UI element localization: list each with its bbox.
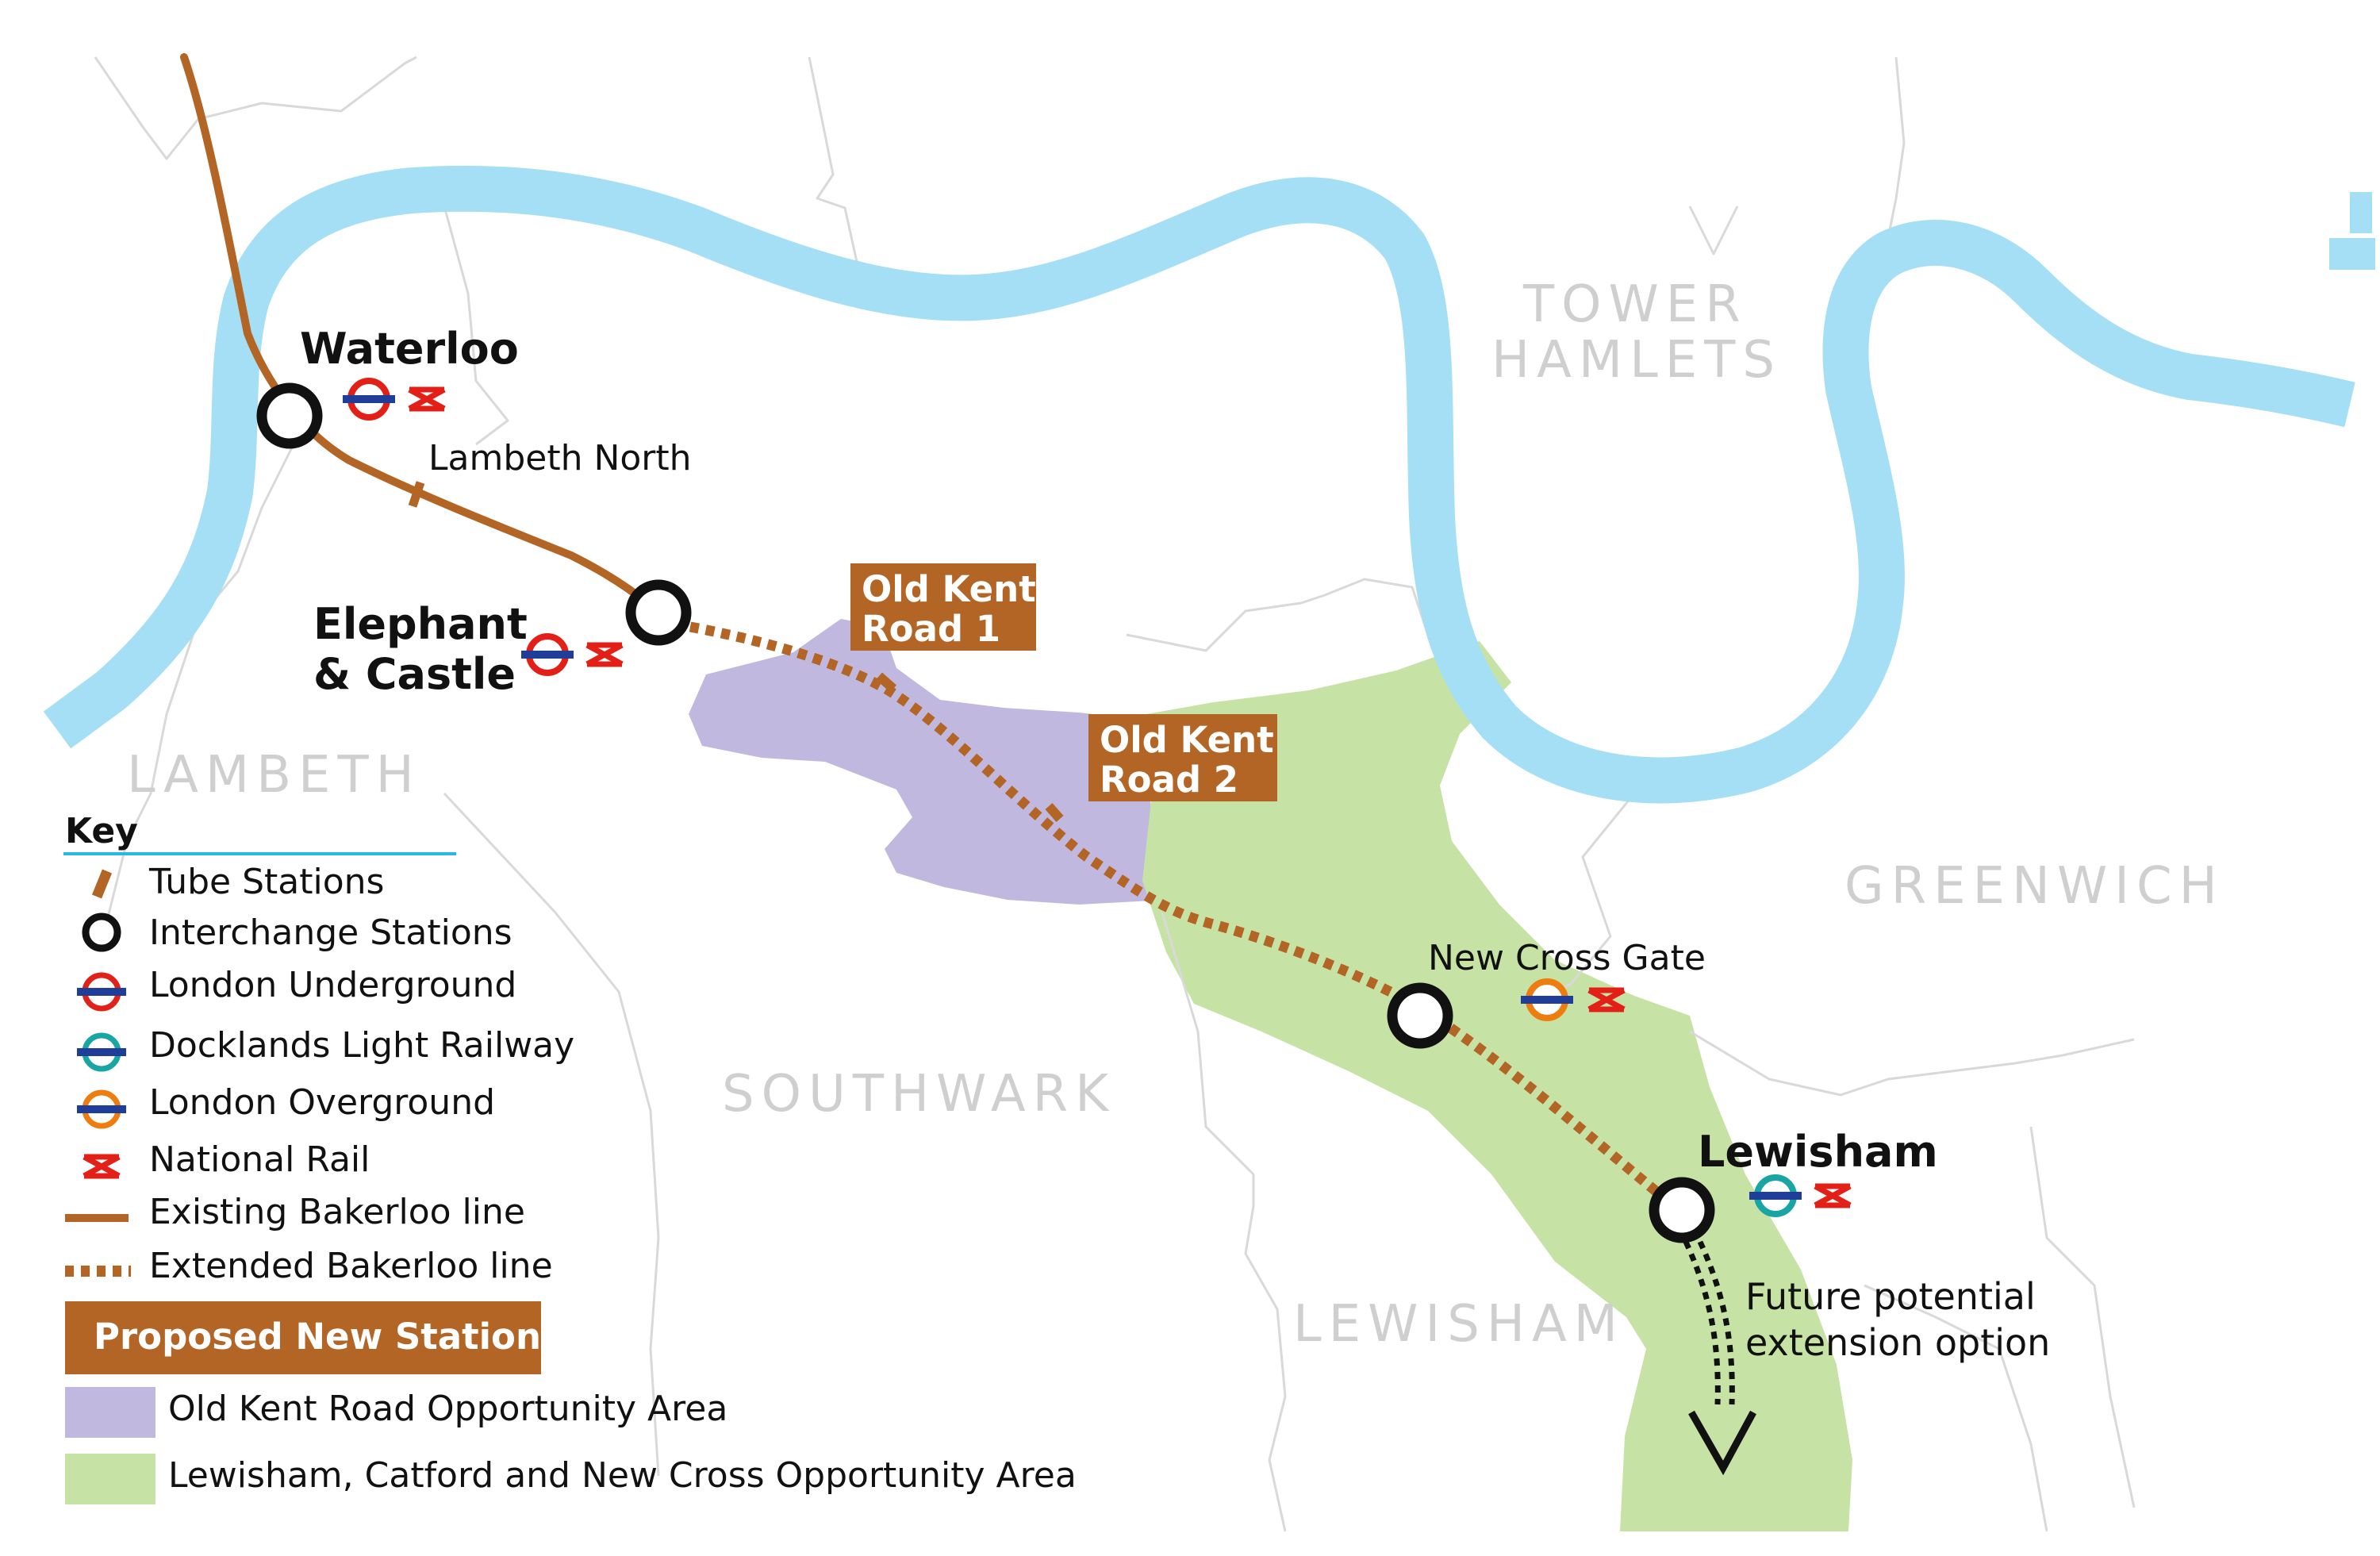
elephant-castle-underground-roundel-icon	[521, 633, 574, 676]
borough-borders	[94, 56, 2136, 1532]
svg-text:Old Kent: Old Kent	[862, 568, 1036, 610]
extension-note-line-2: extension option	[1745, 1321, 2050, 1364]
new-cross-gate-interchange[interactable]	[1387, 982, 1453, 1049]
interchange-circle-icon	[82, 912, 121, 952]
overground-roundel-icon	[77, 1089, 126, 1129]
borough-tower-hamlets-1: TOWER	[1522, 275, 1748, 334]
borough-greenwich: GREENWICH	[1844, 857, 2225, 916]
elephant-castle-label-1: Elephant	[313, 599, 528, 649]
dlr-roundel-icon	[77, 1032, 126, 1072]
lewisham-area-swatch	[65, 1454, 155, 1504]
borough-southwark: SOUTHWARK	[722, 1065, 1115, 1124]
tube-tick-icon	[91, 869, 113, 899]
key-label-proposed: Proposed New Stations	[94, 1316, 562, 1358]
elephant-castle-national-rail-icon	[587, 645, 622, 664]
proposed-stations-swatch	[65, 1301, 541, 1374]
key-label-tube: Tube Stations	[148, 862, 384, 902]
key-label-existing: Existing Bakerloo line	[149, 1192, 525, 1232]
old-kent-road-opportunity-area	[689, 619, 1152, 905]
lewisham-opportunity-area	[1142, 641, 1852, 1531]
key-label-interchange: Interchange Stations	[149, 912, 512, 953]
extension-note-line-1: Future potential	[1745, 1275, 2036, 1318]
borough-tower-hamlets-2: HAMLETS	[1491, 331, 1782, 390]
svg-text:Road 1: Road 1	[862, 608, 1000, 650]
old-kent-area-swatch	[65, 1387, 155, 1438]
key-label-overground: London Overground	[149, 1082, 495, 1123]
waterloo-label: Waterloo	[300, 324, 519, 374]
new-cross-gate-label: New Cross Gate	[1428, 938, 1706, 978]
elephant-castle-label-2: & Castle	[313, 649, 516, 699]
key-label-underground: London Underground	[149, 965, 516, 1005]
lambeth-north-label: Lambeth North	[428, 438, 692, 478]
svg-text:Old Kent: Old Kent	[1100, 719, 1274, 761]
underground-roundel-icon	[77, 972, 126, 1012]
borough-lewisham: LEWISHAM	[1293, 1295, 1625, 1354]
lewisham-national-rail-icon	[1815, 1186, 1850, 1205]
map-key: Key Tube Stations Interchange Stations L…	[63, 811, 1077, 1504]
old-kent-road-2-tick	[1045, 803, 1064, 822]
national-rail-icon	[84, 1157, 119, 1176]
key-label-old-kent-area: Old Kent Road Opportunity Area	[168, 1389, 727, 1429]
river-thames	[43, 165, 2355, 804]
elephant-castle-interchange[interactable]	[625, 579, 692, 646]
waterloo-interchange[interactable]	[256, 382, 323, 449]
lambeth-north-tick	[408, 481, 425, 508]
old-kent-road-1-box[interactable]: Old Kent Road 1	[850, 563, 1036, 651]
future-extension-arrow	[1683, 1240, 1756, 1476]
old-kent-road-1-tick	[876, 672, 896, 693]
waterloo-underground-roundel-icon	[343, 378, 395, 421]
lewisham-station-label: Lewisham	[1698, 1127, 1938, 1177]
key-label-national-rail: National Rail	[149, 1139, 370, 1180]
key-label-dlr: Docklands Light Railway	[149, 1025, 574, 1066]
lewisham-dlr-roundel-icon	[1749, 1174, 1802, 1217]
waterloo-national-rail-icon	[409, 390, 444, 409]
borough-lambeth: LAMBETH	[127, 746, 421, 805]
svg-text:Road 2: Road 2	[1100, 759, 1238, 801]
existing-bakerloo-line	[180, 53, 662, 617]
new-cross-gate-overground-roundel-icon	[1521, 978, 1573, 1021]
old-kent-road-2-box[interactable]: Old Kent Road 2	[1088, 714, 1277, 801]
key-label-lewisham-area: Lewisham, Catford and New Cross Opportun…	[168, 1455, 1077, 1496]
lewisham-interchange[interactable]	[1649, 1177, 1715, 1243]
key-label-extended: Extended Bakerloo line	[149, 1246, 553, 1286]
key-title: Key	[65, 811, 138, 851]
